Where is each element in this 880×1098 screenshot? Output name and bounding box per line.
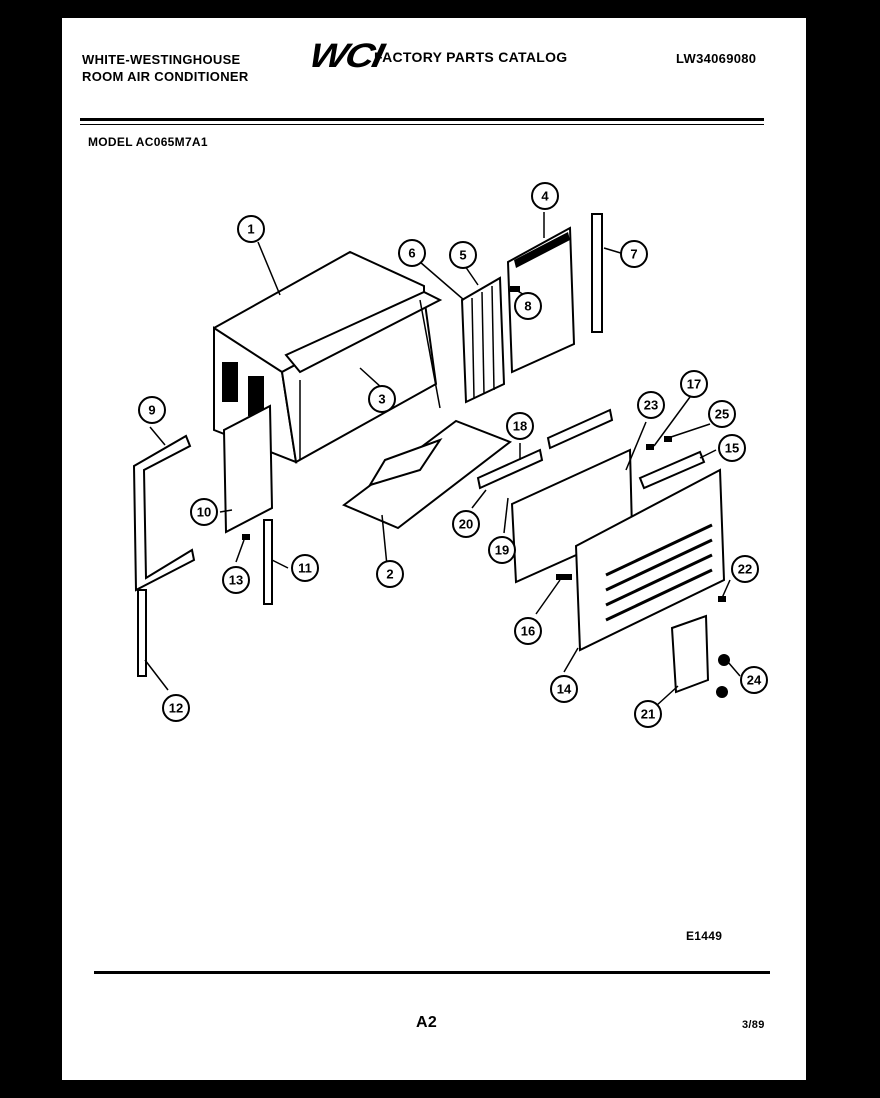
callout-label-25: 25: [715, 407, 729, 422]
callout-5: 5: [449, 241, 477, 269]
callout-7: 7: [620, 240, 648, 268]
trim-part-15: [638, 450, 706, 490]
model-number: MODEL AC065M7A1: [88, 135, 208, 149]
callout-label-20: 20: [459, 517, 473, 532]
callout-2: 2: [376, 560, 404, 588]
callout-11: 11: [291, 554, 319, 582]
callout-23: 23: [637, 391, 665, 419]
callout-label-6: 6: [408, 246, 415, 261]
brand-line-1: WHITE-WESTINGHOUSE: [82, 52, 241, 67]
screw-part-13: [242, 534, 250, 540]
callout-label-16: 16: [521, 624, 535, 639]
bracket-part-top: [546, 408, 614, 450]
callout-label-19: 19: [495, 543, 509, 558]
callout-25: 25: [708, 400, 736, 428]
callout-20: 20: [452, 510, 480, 538]
page-number: A2: [416, 1014, 438, 1031]
strip-part-12: [137, 589, 147, 677]
callout-16: 16: [514, 617, 542, 645]
callout-label-15: 15: [725, 441, 739, 456]
callout-label-5: 5: [459, 248, 466, 263]
clip-part-8: [510, 286, 520, 292]
knob-part-24b: [716, 686, 728, 698]
control-plate-part-21: [670, 614, 710, 694]
callout-14: 14: [550, 675, 578, 703]
callout-label-9: 9: [148, 403, 155, 418]
callout-label-18: 18: [513, 419, 527, 434]
knob-part-25: [664, 436, 672, 442]
catalog-number: LW34069080: [676, 51, 757, 66]
screw-part-22: [718, 596, 726, 602]
callout-label-13: 13: [229, 573, 243, 588]
callout-label-1: 1: [247, 222, 254, 237]
figure-code: E1449: [686, 929, 723, 943]
callout-18: 18: [506, 412, 534, 440]
callout-15: 15: [718, 434, 746, 462]
panel-part-10: [222, 404, 274, 534]
callout-label-17: 17: [687, 377, 701, 392]
callout-label-10: 10: [197, 505, 211, 520]
callout-8: 8: [514, 292, 542, 320]
callout-24: 24: [740, 666, 768, 694]
catalog-date: 3/89: [742, 1019, 765, 1031]
callout-label-7: 7: [630, 247, 637, 262]
callout-12: 12: [162, 694, 190, 722]
knob-part-24a: [718, 654, 730, 666]
callout-21: 21: [634, 700, 662, 728]
callout-3: 3: [368, 385, 396, 413]
callout-9: 9: [138, 396, 166, 424]
curtain-part-9: [132, 434, 196, 592]
callout-label-8: 8: [524, 299, 531, 314]
callout-6: 6: [398, 239, 426, 267]
catalog-title: FACTORY PARTS CATALOG: [374, 49, 568, 65]
callout-label-22: 22: [738, 562, 752, 577]
brand-line-2: ROOM AIR CONDITIONER: [82, 69, 249, 84]
callout-13: 13: [222, 566, 250, 594]
callout-label-4: 4: [541, 189, 549, 204]
frame-part-4: [506, 226, 576, 374]
callout-10: 10: [190, 498, 218, 526]
callout-1: 1: [237, 215, 265, 243]
callout-17: 17: [680, 370, 708, 398]
header-rule: [80, 118, 764, 121]
front-grille-part-14: [574, 468, 726, 652]
strip-part-7: [591, 213, 603, 333]
callout-label-2: 2: [386, 567, 393, 582]
header-rule-thin: [80, 124, 764, 125]
knob-part-17: [646, 444, 654, 450]
callout-19: 19: [488, 536, 516, 564]
leader-lines: [144, 212, 741, 707]
callout-label-14: 14: [557, 682, 572, 697]
strip-part-11: [263, 519, 273, 605]
callout-label-3: 3: [378, 392, 385, 407]
callout-22: 22: [731, 555, 759, 583]
callout-4: 4: [531, 182, 559, 210]
callout-label-11: 11: [298, 561, 312, 576]
callout-label-21: 21: [641, 707, 655, 722]
frame-part-4-inner: [514, 232, 570, 268]
callout-label-12: 12: [169, 701, 183, 716]
footer-rule: [94, 971, 770, 974]
base-plate-lip: [367, 438, 443, 487]
callout-label-24: 24: [747, 673, 762, 688]
callout-label-23: 23: [644, 398, 658, 413]
clip-part-16: [556, 574, 572, 580]
